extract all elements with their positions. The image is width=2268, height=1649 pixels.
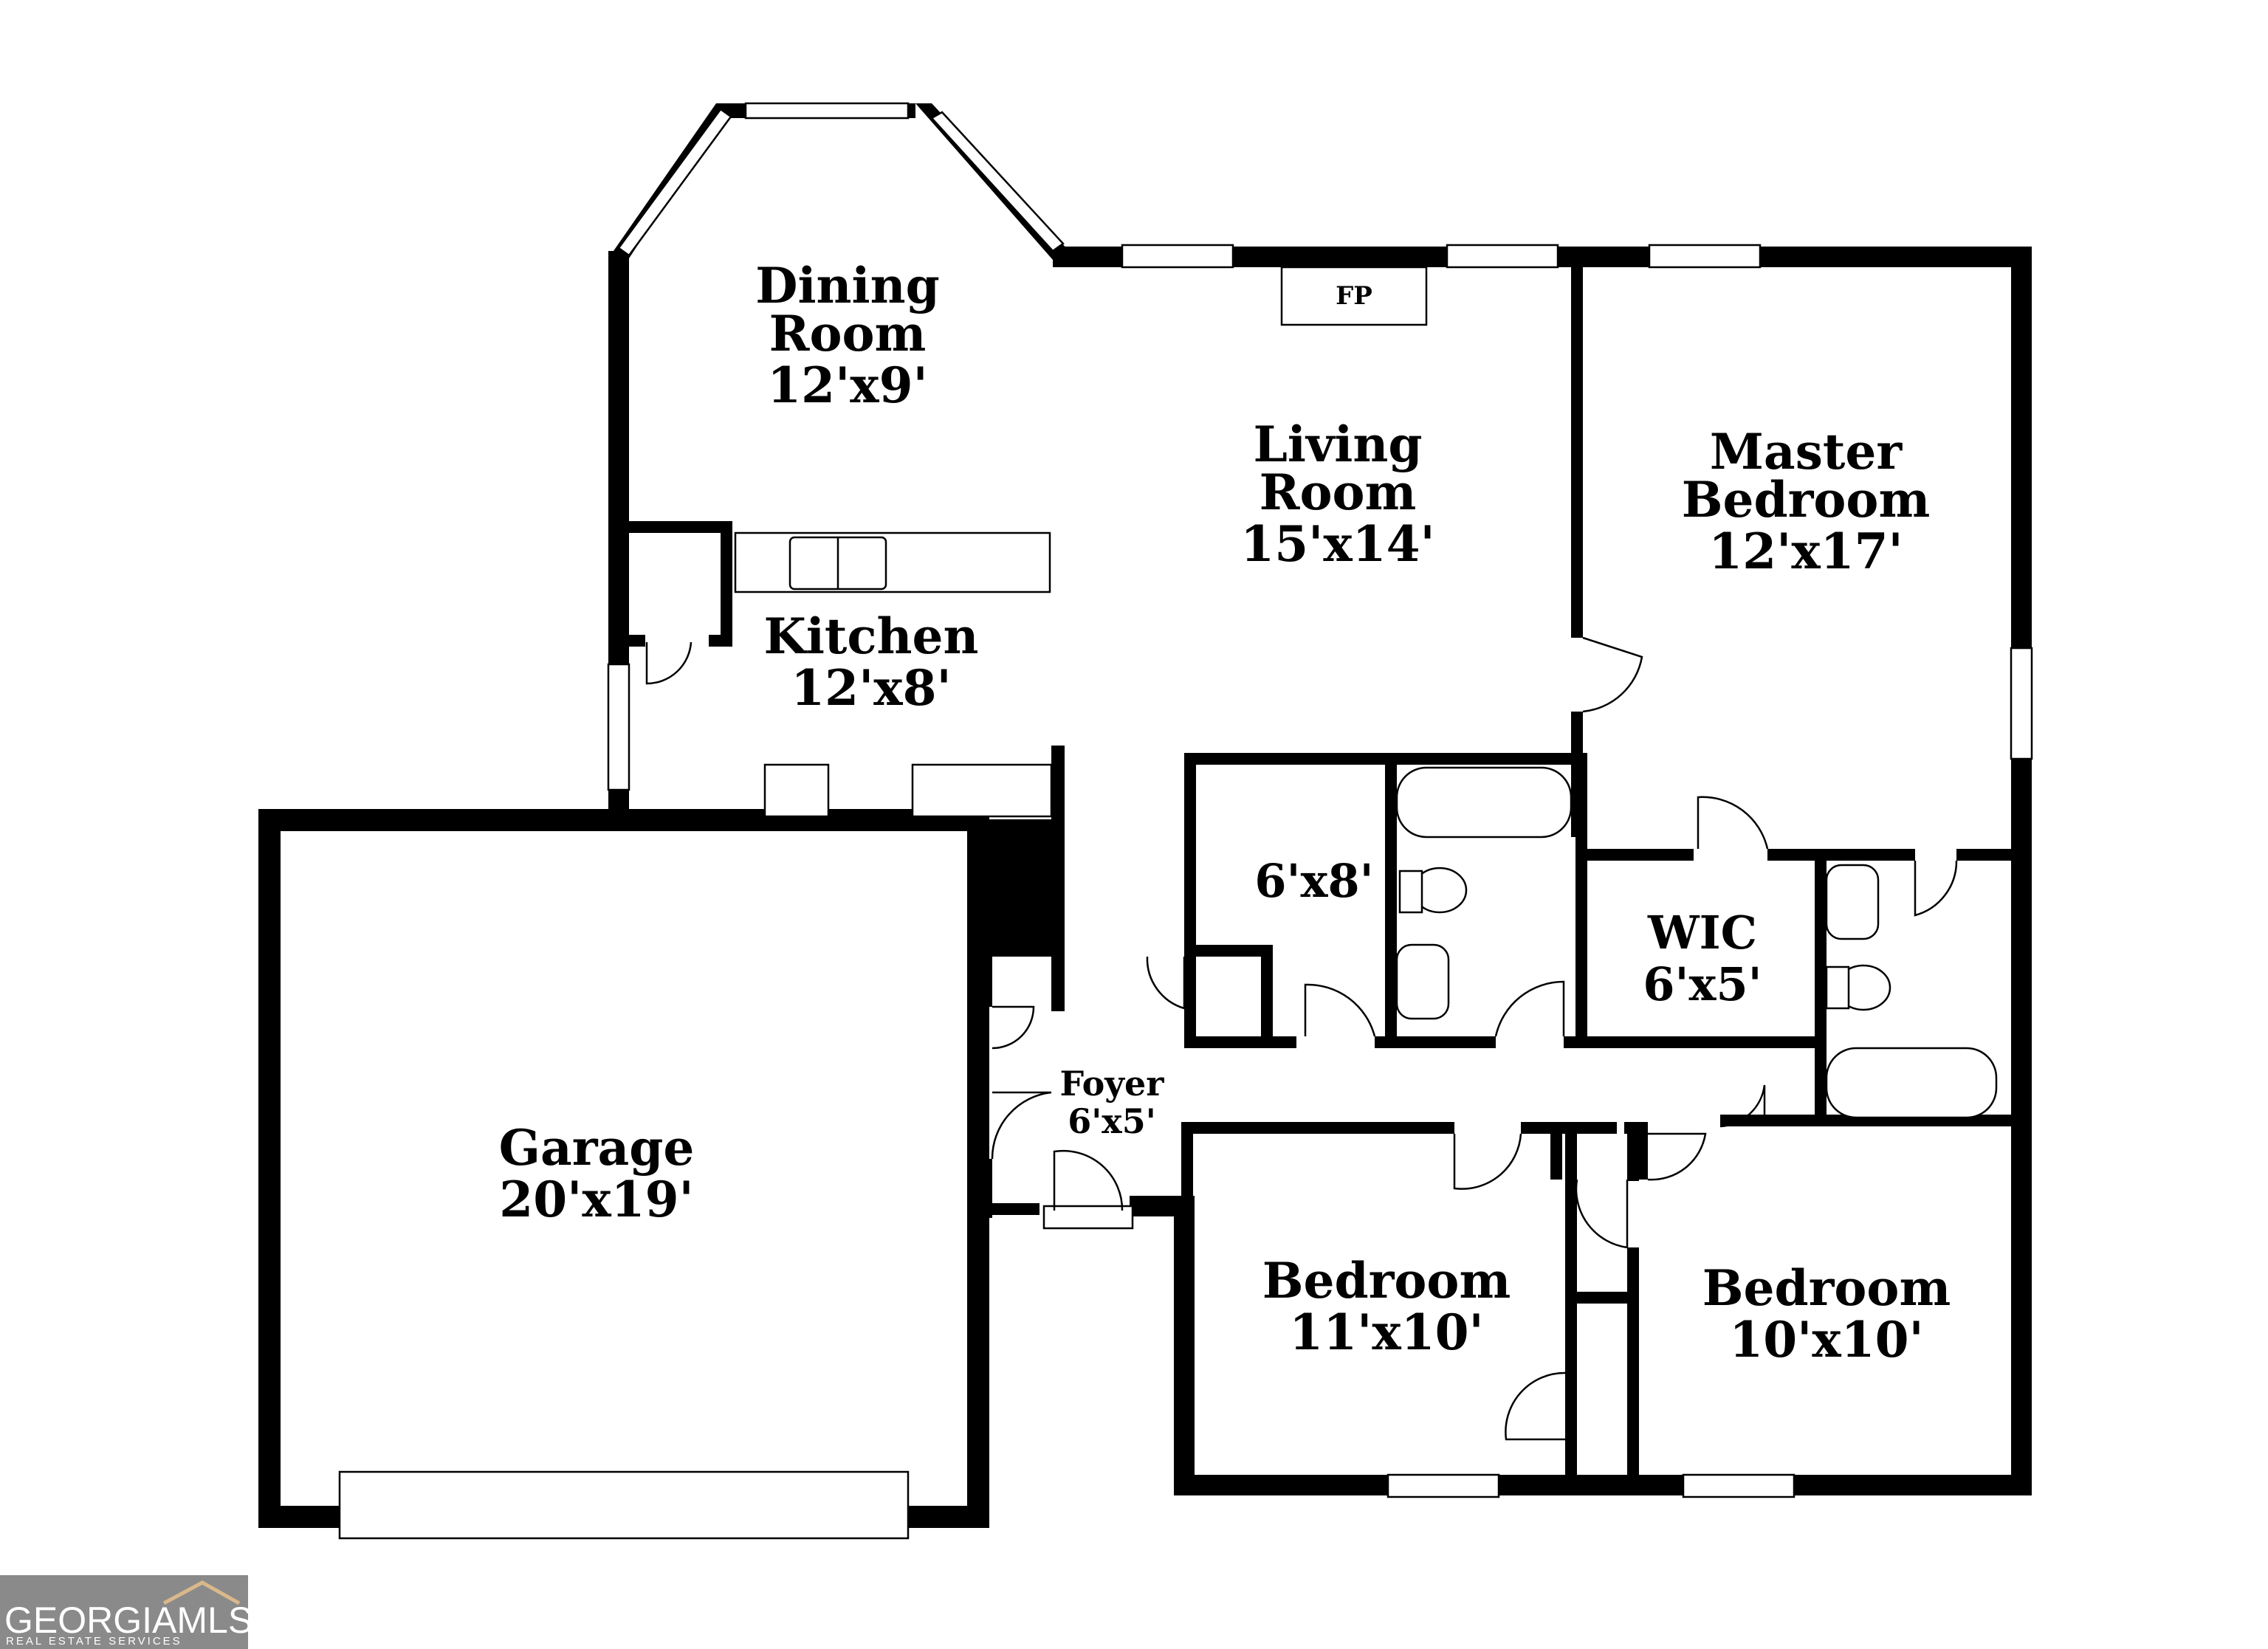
room-labels: Dining Room 12'x9' FP Living Room 15'x14…: [499, 257, 1951, 1369]
doors: [645, 636, 1958, 1441]
dining-room-label-line2: Room: [769, 305, 927, 362]
roof-icon: [162, 1580, 241, 1605]
bedroom-2-size: 11'x10': [1289, 1304, 1483, 1361]
bedroom-3-label: Bedroom: [1702, 1259, 1951, 1317]
fireplace-label: FP: [1336, 281, 1372, 311]
georgia-mls-logo: GEORGIAMLS REAL ESTATE SERVICES: [0, 1575, 252, 1649]
windows: [338, 102, 2033, 1540]
foyer-size: 6'x5': [1068, 1101, 1156, 1141]
logo-wordmark: GEORGIAMLS: [4, 1600, 253, 1641]
fixtures: [734, 266, 1998, 1119]
kitchen-size: 12'x8': [791, 659, 952, 717]
closet-size: 6'x8': [1254, 854, 1373, 908]
master-bedroom-label-line2: Bedroom: [1682, 471, 1931, 529]
wic-size: 6'x5': [1643, 957, 1762, 1011]
living-room-size: 15'x14': [1240, 515, 1434, 573]
garage-label: Garage: [499, 1119, 695, 1177]
living-room-label-line2: Room: [1260, 464, 1417, 521]
bedroom-3-size: 10'x10': [1729, 1311, 1923, 1369]
dining-room-size: 12'x9': [767, 357, 928, 414]
living-room-label-line1: Living: [1253, 416, 1422, 473]
dining-room-label-line1: Dining: [755, 257, 940, 314]
master-bedroom-size: 12'x17': [1708, 523, 1903, 580]
kitchen-label: Kitchen: [763, 607, 978, 665]
garage-size: 20'x19': [499, 1171, 693, 1228]
walls: [258, 103, 2032, 1528]
logo-tagline: REAL ESTATE SERVICES: [6, 1635, 182, 1648]
wic-label: WIC: [1647, 906, 1757, 960]
master-bedroom-label-line1: Master: [1710, 423, 1903, 481]
bedroom-2-label: Bedroom: [1262, 1252, 1511, 1309]
foyer-label: Foyer: [1059, 1064, 1164, 1104]
